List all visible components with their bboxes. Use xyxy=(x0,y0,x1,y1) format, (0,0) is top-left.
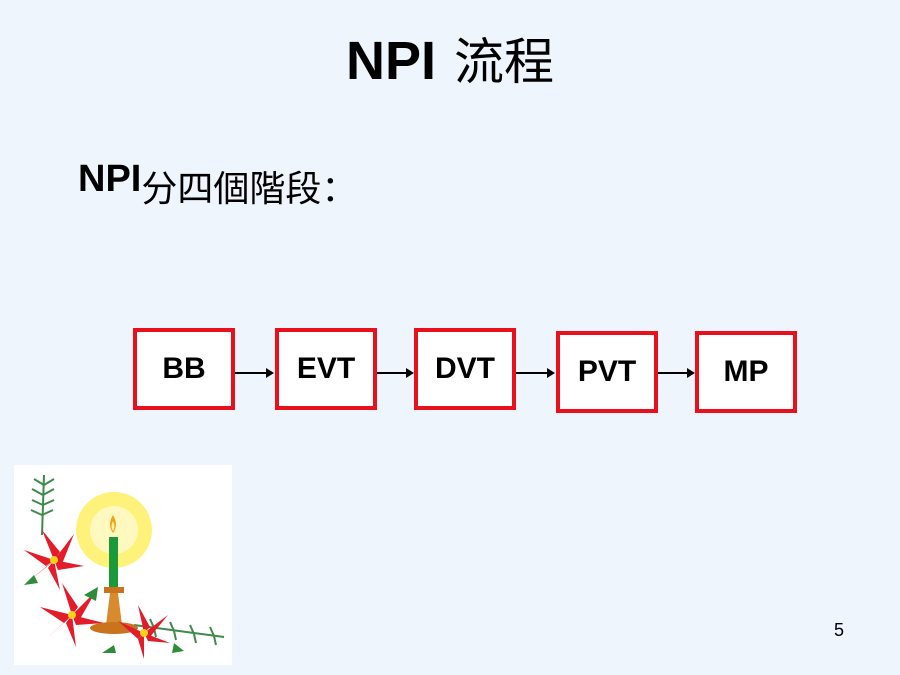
christmas-candle-clipart xyxy=(14,465,232,665)
stage-box-mp: MP xyxy=(695,331,797,413)
slide-title: NPI 流程 xyxy=(0,22,900,94)
stage-box-bb: BB xyxy=(133,328,235,410)
flow-arrow xyxy=(235,368,274,378)
stage-box-pvt: PVT xyxy=(556,331,658,413)
flow-arrow xyxy=(658,368,695,378)
stage-box-dvt: DVT xyxy=(414,328,516,410)
subtitle-npi: NPI xyxy=(78,158,142,200)
stage-box-evt: EVT xyxy=(275,328,377,410)
flow-arrow xyxy=(377,368,414,378)
page-number: 5 xyxy=(834,620,845,640)
subtitle-four-stages: 分四個階段： xyxy=(141,169,358,210)
title-npi: NPI xyxy=(345,31,437,91)
candle-poinsettia-icon xyxy=(24,474,225,659)
title-process: 流程 xyxy=(454,33,555,91)
flow-arrow xyxy=(516,368,555,378)
slide-subtitle: NPI分四個階段： xyxy=(78,158,358,212)
